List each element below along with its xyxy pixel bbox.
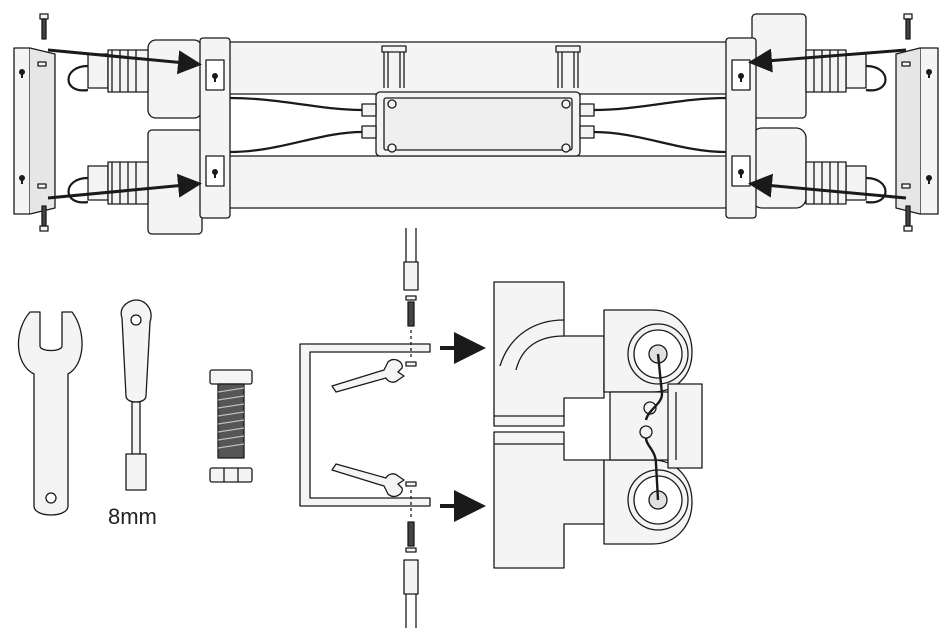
elbow-housing-upper — [493, 281, 605, 427]
lamp-end-cap-upper — [603, 309, 693, 393]
keyhole-icon — [738, 73, 744, 178]
wrench-icon — [17, 311, 83, 516]
elbow-housing-lower — [493, 431, 605, 569]
nut-driver-icon — [120, 299, 152, 491]
uv-tube-lower — [199, 155, 749, 209]
cables — [67, 64, 887, 204]
mounting-bracket — [299, 343, 431, 507]
wrench-icon — [331, 358, 405, 498]
junction-box — [361, 91, 595, 157]
detail-assembly — [299, 228, 703, 628]
keyhole-icon — [926, 69, 932, 184]
right-elbow-housing — [725, 13, 807, 219]
right-wall-bracket — [895, 47, 939, 215]
left-cable-glands — [87, 49, 149, 205]
bolt-icon — [209, 369, 253, 459]
keyhole-icon — [212, 73, 218, 178]
arrow-icon — [47, 48, 907, 200]
left-wall-bracket — [13, 47, 56, 215]
nut-driver-size-label: 8mm — [108, 504, 157, 529]
arrow-icon — [440, 332, 486, 522]
connector-block — [609, 383, 703, 469]
right-cable-glands — [805, 49, 867, 205]
fastener-bottom — [403, 481, 419, 628]
screw-icon — [39, 13, 913, 232]
keyhole-icon — [19, 69, 25, 184]
lamp-end-cap-lower — [603, 459, 693, 545]
uv-tube-upper — [199, 41, 749, 95]
nut-icon — [209, 467, 253, 483]
cables — [644, 353, 664, 501]
fastener-top — [403, 228, 419, 367]
left-elbow-housing — [147, 37, 231, 235]
top-assembly — [13, 13, 939, 235]
